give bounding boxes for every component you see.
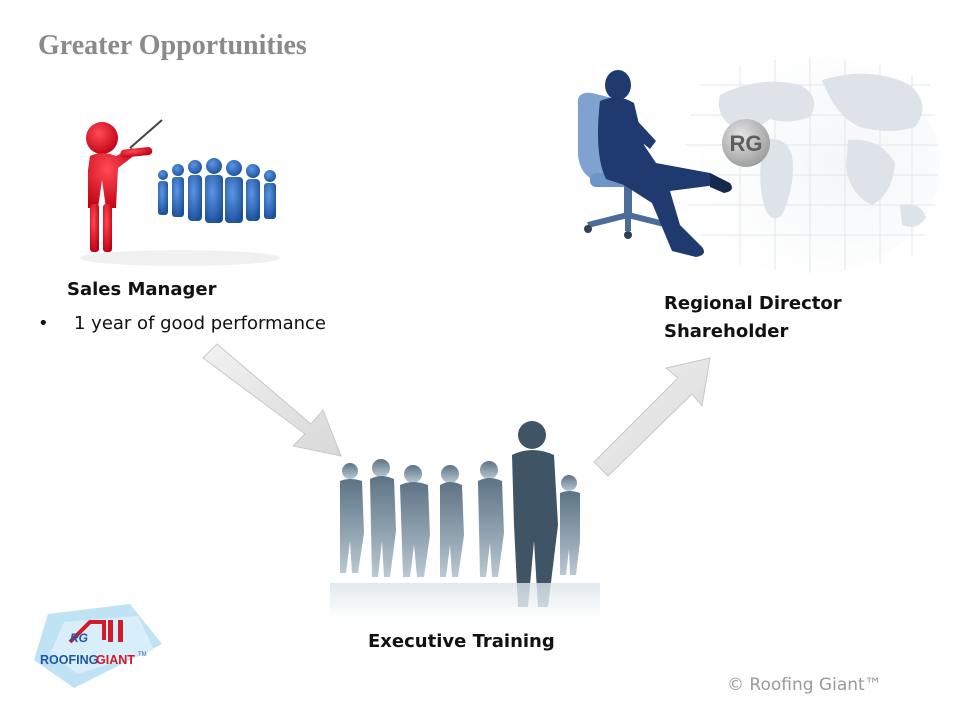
presenter-figure [86, 122, 153, 252]
executive-illustration: RG [577, 55, 940, 275]
audience-icon [158, 158, 276, 223]
executive-man [598, 70, 732, 257]
arrow-down-right-icon [202, 343, 342, 457]
rg-badge-text: RG [730, 131, 763, 156]
presenter-icon [80, 119, 280, 266]
sales-manager-heading: Sales Manager [67, 279, 217, 300]
logo-tm: TM [138, 652, 147, 658]
bullet-icon: • [38, 313, 49, 334]
roof-icon [68, 620, 123, 644]
slide-title: Greater Opportunities [38, 30, 307, 61]
logo-mark-text: RG [70, 631, 88, 645]
arrow-up-right-icon [593, 357, 711, 477]
sales-manager-bullet: • 1 year of good performance [38, 313, 326, 334]
team-silhouettes-icon [330, 421, 600, 619]
roofing-giant-logo: RG ROOFING GIANT TM [34, 604, 162, 688]
rg-badge: RG [722, 119, 770, 167]
world-map-icon [680, 55, 940, 275]
executive-training-heading: Executive Training [368, 631, 555, 652]
shareholder-line2: Shareholder [664, 321, 789, 342]
copyright-notice: © Roofing Giant™ [727, 675, 882, 695]
logo-wordmark-giant: GIANT [96, 653, 135, 667]
bullet-text: 1 year of good performance [74, 313, 326, 334]
logo-wordmark-roofing: ROOFING [40, 653, 98, 667]
regional-director-line1: Regional Director [664, 293, 842, 314]
